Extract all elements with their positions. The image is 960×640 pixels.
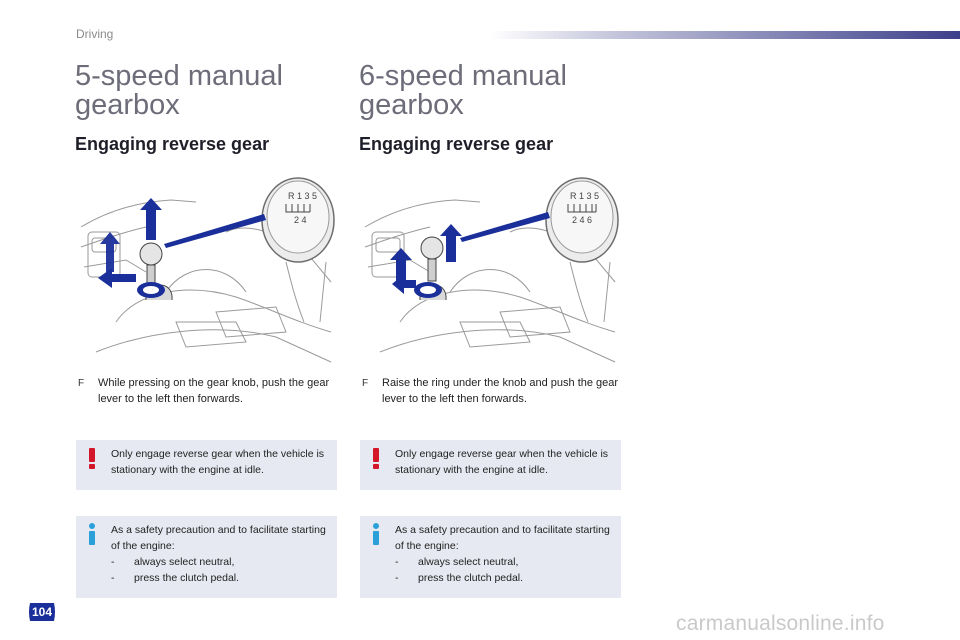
gearbox-6-illustration: R 1 3 5 2 4 6	[364, 177, 619, 363]
left-column: 5-speed manual gearbox Engaging reverse …	[75, 62, 337, 155]
knob-zoom-5: R 1 3 5 2 4	[261, 177, 335, 323]
header-rule	[490, 31, 960, 39]
list-dash: -	[395, 556, 399, 568]
info-item-5-neutral: -always select neutral,	[111, 556, 235, 568]
info-box-5: As a safety precaution and to facilitate…	[76, 516, 337, 598]
instruction-step-5: F While pressing on the gear knob, push …	[78, 375, 338, 407]
warning-icon	[373, 448, 379, 469]
info-item-6-neutral: -always select neutral,	[395, 556, 519, 568]
info-intro-6: As a safety precaution and to facilitate…	[395, 524, 610, 552]
step-text-6: Raise the ring under the knob and push t…	[382, 377, 619, 405]
gear-lever-5	[137, 242, 173, 301]
knob-bottom-label-6: 2 4 6	[572, 215, 592, 225]
zoom-pointer-5	[164, 214, 266, 248]
warning-text-5: Only engage reverse gear when the vehicl…	[111, 448, 325, 476]
section-label: Driving	[76, 27, 114, 41]
section-heading-reverse-6: Engaging reverse gear	[359, 134, 554, 154]
knob-top-label-6: R 1 3 5	[570, 191, 599, 201]
watermark: carmanualsonline.info	[676, 612, 885, 635]
warning-icon	[89, 448, 95, 469]
info-icon	[373, 523, 379, 545]
warning-text-6: Only engage reverse gear when the vehicl…	[395, 448, 609, 476]
list-dash: -	[395, 572, 399, 584]
gear-lever-6	[414, 236, 447, 301]
info-item-6-clutch: -press the clutch pedal.	[395, 572, 524, 584]
gearbox-5-illustration: R 1 3 5 2 4	[80, 177, 335, 363]
warning-box-5: Only engage reverse gear when the vehicl…	[76, 440, 337, 490]
direction-arrows-6	[390, 224, 462, 294]
zoom-pointer-6	[460, 212, 550, 242]
list-dash: -	[111, 556, 115, 568]
page-title-5-speed: 5-speed manual gearbox	[75, 60, 283, 121]
knob-zoom-6: R 1 3 5 2 4 6	[545, 177, 619, 323]
knob-bottom-label-5: 2 4	[294, 215, 307, 225]
page-number: 104	[31, 605, 53, 619]
page-number-badge: 104	[27, 601, 57, 623]
step-text-5: While pressing on the gear knob, push th…	[98, 377, 330, 405]
page-badge-shape	[29, 603, 55, 621]
direction-arrows-5	[98, 198, 162, 288]
warning-box-6: Only engage reverse gear when the vehicl…	[360, 440, 621, 490]
instruction-step-6: F Raise the ring under the knob and push…	[362, 375, 622, 407]
page-title-6-speed: 6-speed manual gearbox	[359, 60, 567, 121]
knob-top-label-5: R 1 3 5	[288, 191, 317, 201]
right-column: 6-speed manual gearbox Engaging reverse …	[359, 62, 621, 155]
info-box-6: As a safety precaution and to facilitate…	[360, 516, 621, 598]
step-bullet-icon: F	[78, 378, 85, 389]
section-heading-reverse-5: Engaging reverse gear	[75, 134, 270, 154]
info-item-5-clutch: -press the clutch pedal.	[111, 572, 240, 584]
list-dash: -	[111, 572, 115, 584]
info-icon	[89, 523, 95, 545]
step-bullet-icon: F	[362, 378, 369, 389]
info-intro-5: As a safety precaution and to facilitate…	[111, 524, 326, 552]
